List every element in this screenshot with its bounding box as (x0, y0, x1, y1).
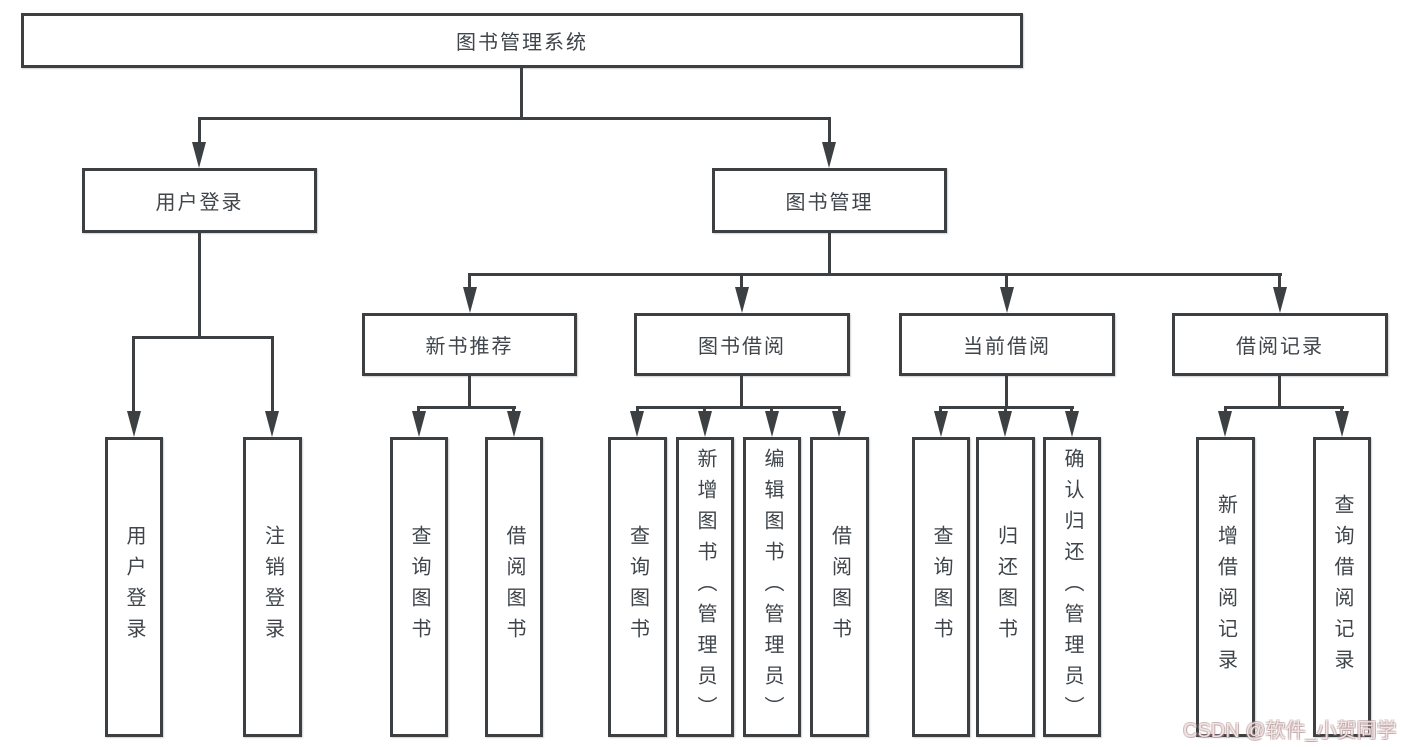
connector-book-borrow-riser (740, 376, 743, 409)
connector-branch (132, 336, 135, 414)
arrow-down-icon (1218, 411, 1232, 437)
connector-book-borrow-splitter (636, 406, 841, 409)
leaf-query-books-1-label: 查询图书 (408, 525, 430, 649)
arrow-down-icon (735, 287, 749, 313)
leaf-query-books-3-label: 查询图书 (930, 525, 952, 649)
node-borrow-records: 借阅记录 (1172, 313, 1388, 376)
arrow-down-icon (412, 411, 426, 437)
connector-branch (1005, 273, 1008, 289)
leaf-add-borrow-record: 新增借阅记录 (1196, 437, 1255, 737)
node-user-login-label: 用户登录 (155, 192, 244, 214)
node-current-borrow-label: 当前借阅 (963, 336, 1051, 358)
connector-user-login-riser (198, 233, 201, 339)
arrow-down-icon (192, 142, 206, 168)
arrow-down-icon (127, 411, 141, 437)
leaf-query-books-2: 查询图书 (608, 437, 667, 737)
watermark: CSDN @软件_小贺同学 (1183, 720, 1397, 742)
connector-branch (468, 273, 471, 289)
connector-level3-header (468, 273, 1282, 276)
leaf-add-borrow-record-label: 新增借阅记录 (1214, 494, 1237, 680)
node-current-borrow: 当前借阅 (899, 313, 1115, 376)
leaf-borrow-books-1-label: 借阅图书 (503, 525, 525, 649)
leaf-return-books-label: 归还图书 (994, 525, 1017, 649)
connector-user-login-splitter (132, 336, 274, 339)
node-book-borrow-label: 图书借阅 (698, 336, 786, 358)
node-book-mgmt: 图书管理 (712, 168, 947, 233)
connector-book-mgmt-riser (828, 233, 831, 276)
connector-branch (740, 273, 743, 289)
connector-level2-header (198, 117, 831, 120)
connector-new-book-rec-riser (468, 376, 471, 409)
leaf-query-books-1: 查询图书 (390, 437, 448, 737)
connector-to-book-mgmt (828, 117, 831, 145)
arrow-down-icon (507, 411, 521, 437)
node-new-book-rec: 新书推荐 (362, 313, 577, 376)
connector-current-borrow-riser (1005, 376, 1008, 409)
leaf-user-login: 用户登录 (105, 437, 163, 737)
connector-borrow-records-splitter (1224, 406, 1344, 409)
arrow-down-icon (765, 411, 779, 437)
arrow-down-icon (832, 411, 846, 437)
arrow-down-icon (1065, 411, 1079, 437)
arrow-down-icon (463, 287, 477, 313)
leaf-edit-books: 编辑图书（管理员） (743, 437, 801, 737)
leaf-add-books: 新增图书（管理员） (676, 437, 734, 737)
leaf-borrow-books-1: 借阅图书 (485, 437, 543, 737)
leaf-logout: 注销登录 (243, 437, 302, 737)
connector-new-book-rec-splitter (417, 406, 516, 409)
leaf-query-borrow-record-label: 查询借阅记录 (1331, 494, 1353, 680)
connector-to-user-login (198, 117, 201, 145)
leaf-return-books: 归还图书 (976, 437, 1035, 737)
node-root: 图书管理系统 (21, 13, 1023, 68)
arrow-down-icon (630, 411, 644, 437)
leaf-borrow-books-2-label: 借阅图书 (828, 525, 851, 649)
leaf-edit-books-label: 编辑图书（管理员） (761, 447, 783, 727)
arrow-down-icon (265, 411, 279, 437)
leaf-borrow-books-2: 借阅图书 (810, 437, 869, 737)
leaf-user-login-label: 用户登录 (123, 525, 145, 649)
leaf-logout-label: 注销登录 (261, 525, 284, 649)
leaf-add-books-label: 新增图书（管理员） (694, 447, 716, 727)
node-book-borrow: 图书借阅 (634, 313, 850, 376)
node-book-mgmt-label: 图书管理 (785, 192, 874, 214)
arrow-down-icon (1335, 411, 1349, 437)
arrow-down-icon (998, 411, 1012, 437)
arrow-down-icon (1000, 287, 1014, 313)
node-user-login: 用户登录 (82, 168, 317, 233)
node-borrow-records-label: 借阅记录 (1236, 336, 1324, 358)
leaf-query-borrow-record: 查询借阅记录 (1313, 437, 1371, 737)
leaf-confirm-return-label: 确认归还（管理员） (1061, 447, 1083, 727)
arrow-down-icon (1273, 287, 1287, 313)
connector-branch (271, 336, 274, 414)
connector-branch (1278, 273, 1281, 289)
leaf-confirm-return: 确认归还（管理员） (1043, 437, 1101, 737)
leaf-query-books-3: 查询图书 (912, 437, 970, 737)
node-new-book-rec-label: 新书推荐 (425, 336, 514, 358)
connector-borrow-records-riser (1278, 376, 1281, 409)
leaf-query-books-2-label: 查询图书 (626, 525, 649, 649)
arrow-down-icon (934, 411, 948, 437)
node-root-label: 图书管理系统 (456, 32, 588, 54)
arrow-down-icon (822, 142, 836, 168)
connector-root-riser (520, 68, 523, 120)
arrow-down-icon (698, 411, 712, 437)
